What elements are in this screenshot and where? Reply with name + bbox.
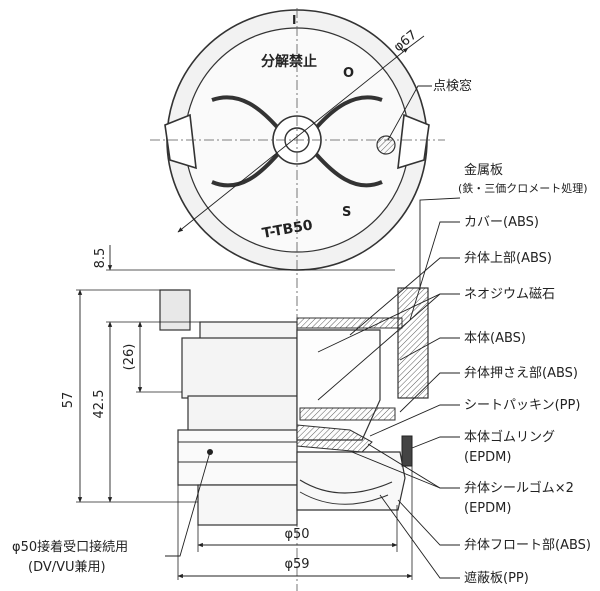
label-valve-seal: 弁体シールゴム×2 bbox=[464, 480, 574, 496]
handle-right bbox=[397, 113, 430, 170]
leader-connection bbox=[165, 451, 211, 557]
label-cover: カバー(ABS) bbox=[464, 215, 539, 230]
leader-cover bbox=[409, 221, 460, 321]
label-valve-seal-material: (EPDM) bbox=[464, 501, 511, 516]
mark-close: S bbox=[342, 205, 351, 220]
inspection-window bbox=[376, 135, 396, 155]
side-view bbox=[159, 287, 429, 526]
dim-phi50: φ50 bbox=[284, 527, 309, 542]
label-valve-upper: 弁体上部(ABS) bbox=[464, 251, 552, 266]
section-presser bbox=[299, 407, 396, 421]
section-valve bbox=[296, 329, 381, 441]
label-body-rubber-ring: 本体ゴムリング bbox=[464, 429, 555, 445]
section-right-wall bbox=[397, 287, 429, 399]
left-lower-body bbox=[187, 395, 298, 432]
phi67-extension bbox=[407, 35, 425, 49]
label-sheet-packing: シートパッキン(PP) bbox=[464, 398, 580, 413]
section-rubber-ring bbox=[401, 435, 413, 467]
leader-valve-presser bbox=[399, 372, 460, 413]
label-metal-plate: 金属板 bbox=[464, 162, 503, 178]
phi67-label: φ67 bbox=[391, 28, 420, 55]
leader-body-rubber-ring bbox=[411, 436, 460, 449]
part-labels: 金属板 (鉄・三価クロメート処理) カバー(ABS) 弁体上部(ABS) ネオジ… bbox=[12, 162, 591, 586]
leader-sheet-packing bbox=[369, 404, 460, 437]
dim-42-5: 42.5 bbox=[92, 390, 107, 419]
leader-valve-float bbox=[397, 499, 460, 546]
section-seat bbox=[296, 424, 373, 453]
phi67-dimension-line bbox=[177, 47, 409, 233]
label-body: 本体(ABS) bbox=[464, 331, 526, 346]
left-body bbox=[181, 337, 298, 399]
label-shield-plate: 遮蔽板(PP) bbox=[464, 570, 529, 586]
dim-57: 57 bbox=[61, 392, 76, 409]
label-valve-presser: 弁体押さえ部(ABS) bbox=[464, 366, 578, 381]
inspection-window-label: 点検窓 bbox=[433, 78, 472, 94]
label-magnet: ネオジウム磁石 bbox=[464, 287, 555, 302]
label-connection-line1: φ50接着受口接続用 bbox=[12, 539, 128, 555]
label-metal-plate-note: (鉄・三価クロメート処理) bbox=[458, 181, 588, 195]
dim-phi59: φ59 bbox=[284, 557, 309, 572]
dimensions: 8.5 57 42.5 (26) φ50 φ59 bbox=[61, 245, 413, 580]
mark-open: O bbox=[343, 66, 354, 81]
leader-valve-seal-2 bbox=[351, 451, 441, 489]
leader-shield-plate bbox=[379, 494, 460, 579]
leader-magnet-2 bbox=[317, 293, 441, 401]
left-socket bbox=[177, 429, 298, 486]
mark-top: I bbox=[292, 13, 296, 27]
label-body-rubber-ring-material: (EPDM) bbox=[464, 450, 511, 465]
leader-metal-plate bbox=[419, 197, 461, 290]
leader-body bbox=[399, 337, 460, 361]
left-cover bbox=[199, 321, 298, 341]
dim-26: (26) bbox=[122, 344, 137, 371]
section-shield-2 bbox=[299, 491, 389, 505]
handle-left bbox=[164, 113, 197, 170]
top-view: φ67 分解禁止 O I T-TB50 S 点検窓 bbox=[150, 8, 472, 591]
label-connection-line2: (DV/VU兼用) bbox=[28, 560, 106, 575]
inspection-leader bbox=[387, 85, 432, 141]
label-valve-float: 弁体フロート部(ABS) bbox=[464, 538, 591, 553]
section-float bbox=[296, 451, 406, 511]
left-flange bbox=[159, 289, 191, 331]
no-disassembly-text: 分解禁止 bbox=[261, 53, 317, 70]
dim-8-5: 8.5 bbox=[93, 248, 108, 269]
section-shield bbox=[299, 479, 393, 494]
left-bottom-pipe bbox=[197, 484, 298, 526]
leader-valve-upper bbox=[349, 257, 460, 336]
